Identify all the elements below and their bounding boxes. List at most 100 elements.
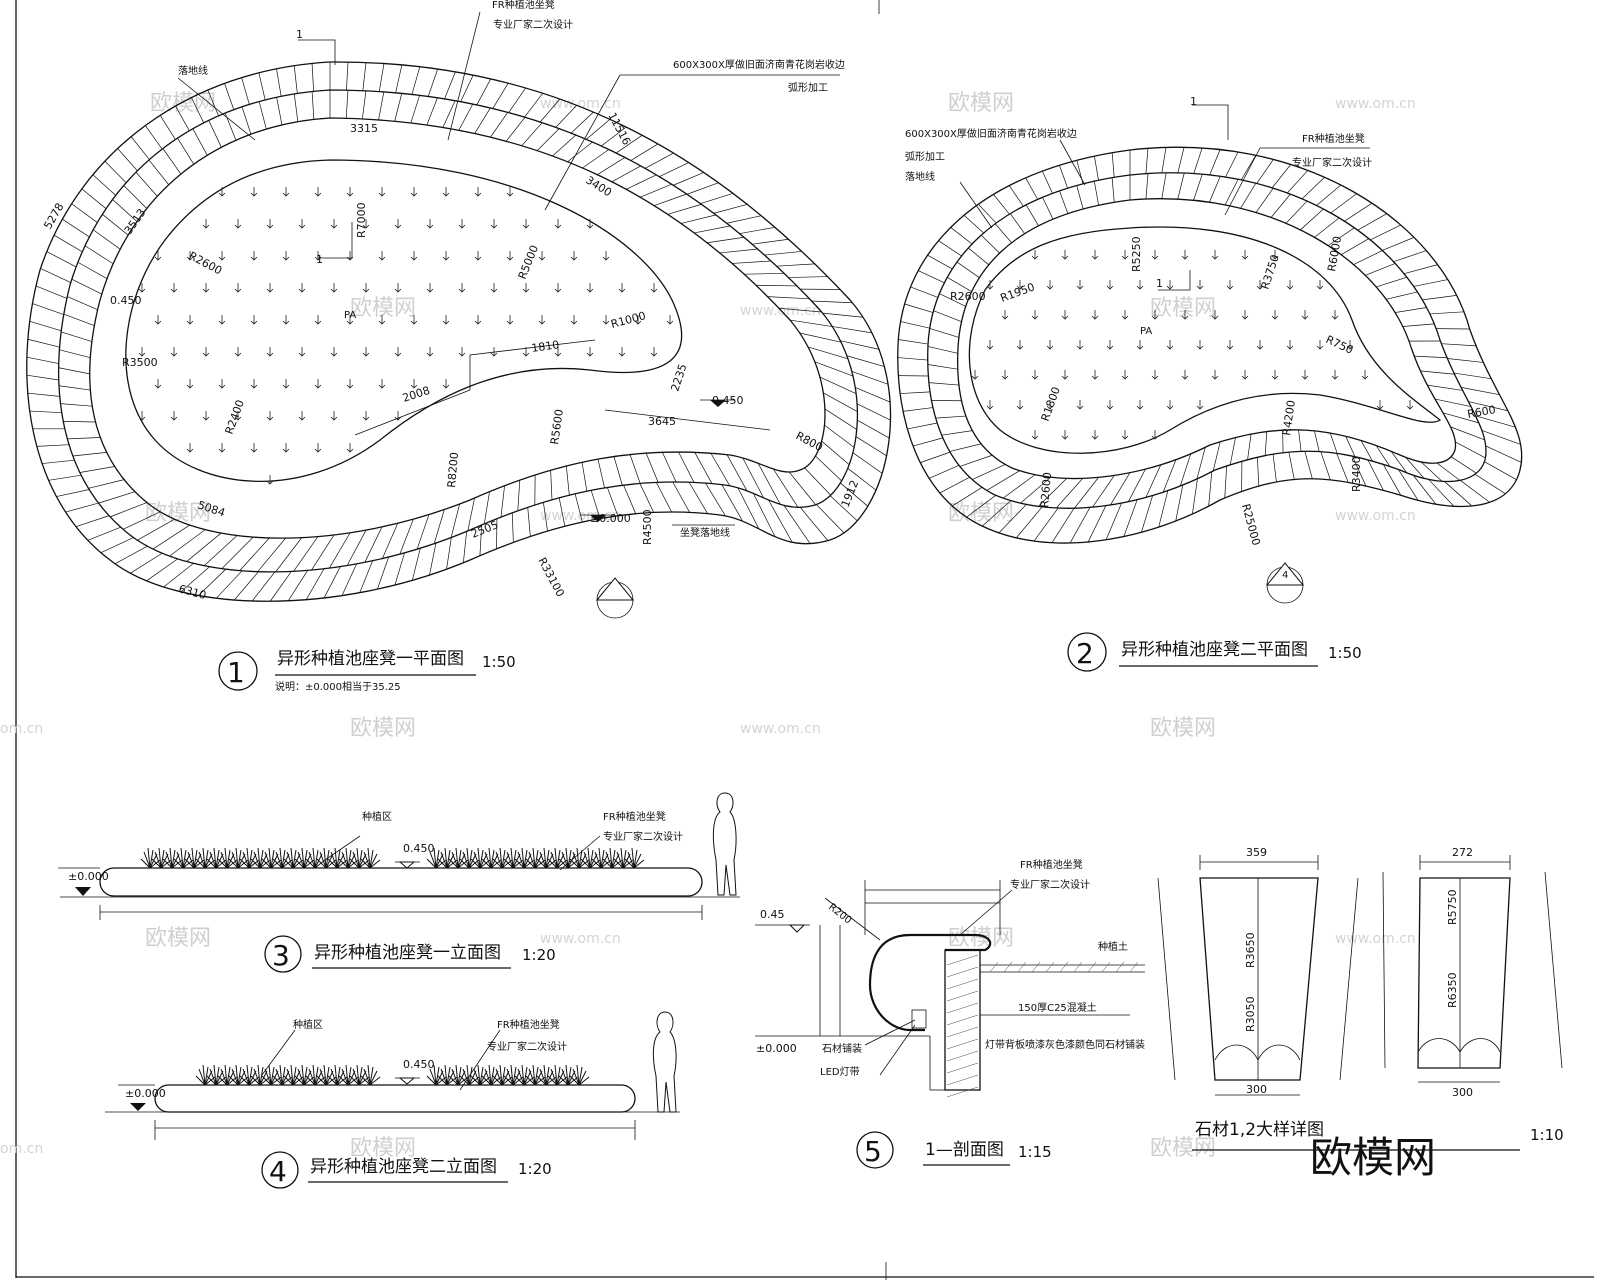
watermark-brand: 欧模网 — [948, 91, 1014, 116]
stone-detail-right: 272 300 R5750 R6350 — [1382, 846, 1563, 1099]
plan-1-dim: 3315 — [350, 122, 378, 135]
plan-1-dim: 1912 — [839, 478, 862, 509]
plan-2-arc-label: 弧形加工 — [905, 150, 945, 163]
elevation-3-title-block: 3 异形种植池座凳一立面图 1:20 — [264, 935, 556, 973]
watermark-site: www.om.cn — [1335, 508, 1416, 524]
watermark-brand: 欧模网 — [150, 91, 216, 116]
watermark-brand: 欧模网 — [948, 926, 1014, 951]
section-5-title-block: 5 1—剖面图 1:15 — [856, 1131, 1052, 1169]
elevation-3-level-top: 0.450 — [403, 842, 435, 855]
plan-1-level: 0.450 — [712, 394, 744, 407]
plan-1-dim: 6310 — [177, 582, 207, 602]
plan-1-dim: R2400 — [223, 398, 247, 436]
stone-right-r1: R5750 — [1446, 889, 1459, 925]
section-5-title: 1—剖面图 — [925, 1140, 1004, 1160]
plan-1-title-block: 1 异形种植池座凳一平面图 1:50 说明：±0.000相当于35.25 — [218, 649, 516, 693]
stone-detail-title: 石材1,2大样详图 — [1195, 1120, 1324, 1140]
stone-detail-left: 359 300 R3650 R3050 — [1157, 846, 1359, 1096]
plan-1-ground-line-label: 落地线 — [178, 64, 208, 77]
plan-1-title: 异形种植池座凳一平面图 — [277, 649, 464, 669]
plan-1-section-mark: 1 — [316, 253, 323, 266]
plan-1-dim: R1000 — [609, 309, 647, 331]
plan-1-dim: 2235 — [668, 362, 689, 393]
section-5-level-top: 0.45 — [760, 908, 785, 921]
stone-right-bottom-dim: 300 — [1452, 1086, 1473, 1099]
watermark-site: www.om.cn — [540, 508, 621, 524]
plan-1-dim: 2008 — [401, 384, 432, 405]
watermark-site: www.om.cn — [740, 303, 821, 319]
plan-2-detail-mark: 4 — [1282, 570, 1288, 581]
watermarks: 欧模网 www.om.cn 欧模网 www.om.cn 欧模网 www.om.c… — [0, 91, 1416, 1161]
watermark-brand: 欧模网 — [145, 926, 211, 951]
watermark-site-short: om.cn — [0, 1141, 43, 1157]
plan-1-dim: 5278 — [41, 201, 66, 232]
elevation-4-drawing: 种植区 FR种植池坐凳 专业厂家二次设计 0.450 ±0.000 — [105, 1011, 680, 1140]
section-5-fr-label: FR种植池坐凳 — [1020, 858, 1083, 871]
section-5-number: 5 — [864, 1135, 882, 1168]
stone-right-r2: R6350 — [1446, 972, 1459, 1008]
section-5-stone-label: 石材铺装 — [822, 1042, 862, 1055]
elevation-3-drawing: 种植区 FR种植池坐凳 专业厂家二次设计 0.450 ±0.000 — [58, 792, 740, 920]
elevation-3-fr-label: FR种植池坐凳 — [603, 810, 666, 823]
elevation-3-title: 异形种植池座凳一立面图 — [314, 943, 501, 963]
plan-2-dim: R25000 — [1239, 502, 1263, 547]
elevation-4-number: 4 — [269, 1155, 287, 1188]
plan-1-dim: R33100 — [535, 555, 566, 599]
plan-1-dim: R8200 — [445, 452, 461, 489]
elevation-3-planting-label: 种植区 — [362, 810, 392, 823]
plan-1-level: 0.450 — [110, 294, 142, 307]
watermark-site: www.om.cn — [740, 721, 821, 737]
watermark-brand: 欧模网 — [1150, 1136, 1216, 1161]
sheet-frame — [15, 0, 1594, 1280]
watermark-brand: 欧模网 — [1150, 716, 1216, 741]
stone-detail-title-block: 石材1,2大样详图 1:10 — [1192, 1120, 1564, 1151]
plan-1-dim: 3400 — [583, 174, 614, 200]
plan-1-dim: 3645 — [648, 415, 676, 428]
watermark-site: www.om.cn — [1335, 96, 1416, 112]
elevation-4-planting-label: 种植区 — [293, 1018, 323, 1031]
plan-1-dim: 1810 — [531, 338, 561, 355]
plan-1-dim: R3500 — [122, 356, 158, 369]
plan-2-dim: R4200 — [1280, 399, 1298, 436]
plan-2-dim: R750 — [1324, 333, 1355, 357]
elevation-4-title: 异形种植池座凳二立面图 — [310, 1157, 497, 1177]
plan-2-dim: R2600 — [950, 290, 986, 303]
elevation-3-level-base: ±0.000 — [68, 870, 109, 883]
elevation-4-scale: 1:20 — [518, 1160, 552, 1178]
plan-1-arc-label: 弧形加工 — [788, 81, 828, 94]
plan-1-stone-label: 600X300X厚做旧面济南青花岗岩收边 — [673, 58, 845, 71]
stone-left-bottom-dim: 300 — [1246, 1083, 1267, 1096]
elevation-4-fr-label: FR种植池坐凳 — [497, 1018, 560, 1031]
plan-2-dim: R6000 — [1325, 235, 1344, 272]
plan-1-fr-label: FR种植池坐凳 — [492, 0, 555, 11]
watermark-brand: 欧模网 — [350, 1136, 416, 1161]
plan-1-designer-label: 专业厂家二次设计 — [493, 18, 573, 31]
plan-1-dim: R5000 — [516, 243, 541, 281]
plan-2-stone-label: 600X300X厚做旧面济南青花岗岩收边 — [905, 127, 1077, 140]
plan-2-drawing: 1 1 PA 4 — [897, 95, 1523, 604]
watermark-site-short: om.cn — [0, 721, 43, 737]
stone-right-top-dim: 272 — [1452, 846, 1473, 859]
section-5-finish-label: 灯带背板喷漆灰色漆颜色同石材铺装 — [985, 1038, 1145, 1051]
plan-2-number: 2 — [1076, 637, 1094, 670]
section-5-radius: R200 — [826, 902, 853, 927]
watermark-site: www.om.cn — [540, 96, 621, 112]
watermark-brand: 欧模网 — [350, 296, 416, 321]
plan-1-level: ±0.000 — [590, 512, 631, 525]
plan-1-dim: 2505 — [469, 518, 500, 541]
plan-2-section-mark: 1 — [1190, 95, 1197, 108]
plan-1-drawing: 1 1 PA — [26, 11, 892, 619]
plan-1-note: 说明：±0.000相当于35.25 — [275, 680, 401, 693]
brand-logo-watermark: 欧模网 — [1310, 1133, 1436, 1182]
watermark-site: www.om.cn — [1335, 931, 1416, 947]
plan-2-scale: 1:50 — [1328, 644, 1362, 662]
elevation-4-designer-label: 专业厂家二次设计 — [487, 1040, 567, 1053]
plan-2-dim: R1800 — [1039, 385, 1063, 423]
watermark-site: www.om.cn — [540, 931, 621, 947]
section-5-scale: 1:15 — [1018, 1143, 1052, 1161]
elevation-4-level-base: ±0.000 — [125, 1087, 166, 1100]
section-5-designer-label: 专业厂家二次设计 — [1010, 878, 1090, 891]
section-5-soil-label: 种植土 — [1098, 940, 1128, 953]
plan-1-dim: R7000 — [355, 202, 368, 238]
